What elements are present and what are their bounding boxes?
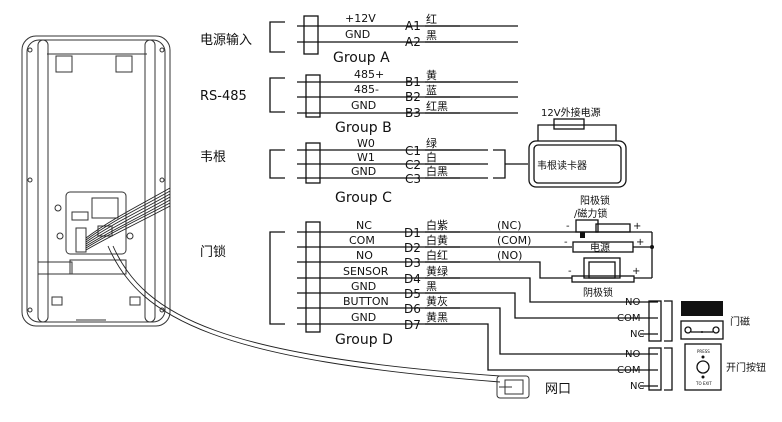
minus-sign: - bbox=[564, 237, 568, 248]
pin-label: C2 bbox=[405, 158, 421, 172]
signal-label: W1 bbox=[357, 151, 375, 164]
group-a: 电源输入 +12V GND A1 A2 红 黑 Group A bbox=[200, 12, 518, 66]
signal-label: NO bbox=[356, 249, 373, 262]
plus-sign: + bbox=[632, 266, 640, 277]
group-label: Group B bbox=[335, 120, 392, 136]
wire-color: 红黑 bbox=[426, 100, 448, 113]
wiegand-reader: 韦根读卡器 12V外接电源 bbox=[528, 106, 627, 188]
signal-label: SENSOR bbox=[343, 265, 389, 278]
relay-label: (COM) bbox=[497, 234, 531, 247]
group-label: Group C bbox=[335, 190, 392, 206]
pin-label: D4 bbox=[404, 272, 421, 286]
wire-color: 白 bbox=[426, 150, 437, 164]
signal-label: NC bbox=[356, 219, 372, 232]
minus-sign: - bbox=[566, 221, 570, 232]
pin-label: B2 bbox=[405, 90, 421, 104]
pin-label: A2 bbox=[405, 35, 421, 49]
door-contact: NO COM NC 门磁 bbox=[617, 297, 750, 342]
terminal-device bbox=[21, 35, 501, 383]
signal-label: COM bbox=[349, 234, 375, 247]
wire-color: 黑 bbox=[426, 29, 437, 42]
group-label: Group D bbox=[335, 332, 393, 348]
wire-color: 绿 bbox=[426, 136, 437, 150]
wire-color: 蓝 bbox=[426, 84, 437, 97]
signal-label: GND bbox=[351, 280, 376, 293]
terminal-label: COM bbox=[617, 365, 640, 376]
cathode-lock-label: 阴极锁 bbox=[583, 286, 613, 299]
signal-label: GND bbox=[351, 99, 376, 112]
category-label: 韦根 bbox=[200, 150, 226, 165]
button-top-text: PRESS bbox=[697, 349, 710, 354]
group-label: Group A bbox=[333, 50, 390, 66]
plus-sign: + bbox=[633, 221, 641, 232]
external-power-label: 12V外接电源 bbox=[541, 106, 601, 119]
terminal-label: COM bbox=[617, 313, 640, 324]
terminal-label: NC bbox=[630, 381, 644, 392]
pin-label: B1 bbox=[405, 75, 421, 89]
terminal-label: NO bbox=[625, 349, 640, 360]
category-label: RS-485 bbox=[200, 89, 247, 104]
signal-label: BUTTON bbox=[343, 295, 389, 308]
signal-label: 485+ bbox=[354, 68, 384, 81]
group-c: 韦根 W0 W1 GND C1 C2 C3 绿 白 白黑 Group C bbox=[200, 136, 528, 206]
wire-color: 黄绿 bbox=[426, 264, 448, 278]
wire-color: 黄灰 bbox=[426, 294, 448, 308]
pin-label: D2 bbox=[404, 241, 421, 255]
plus-sign: + bbox=[636, 237, 644, 248]
wiegand-reader-label: 韦根读卡器 bbox=[537, 159, 587, 172]
wire-color: 白红 bbox=[426, 248, 448, 262]
door-contact-label: 门磁 bbox=[730, 315, 750, 328]
wire-color: 红 bbox=[426, 13, 437, 26]
pin-label: C1 bbox=[405, 144, 421, 158]
minus-sign: - bbox=[568, 266, 572, 277]
terminal-label: NO bbox=[625, 297, 640, 308]
pin-label: D5 bbox=[404, 287, 421, 301]
signal-label: 485- bbox=[354, 83, 379, 96]
signal-label: GND bbox=[351, 165, 376, 178]
wire-color: 白黄 bbox=[426, 233, 448, 247]
pin-label: D7 bbox=[404, 318, 421, 332]
wire-color: 白黑 bbox=[426, 164, 448, 178]
anode-lock-label-1: 阳极锁 bbox=[580, 194, 610, 207]
wire-color: 黄黑 bbox=[426, 310, 448, 324]
lock-circuit: 阳极锁 /磁力锁 - + 电源 - + - + 阴极锁 bbox=[564, 194, 654, 299]
category-label: 门锁 bbox=[200, 244, 226, 260]
wire-color: 白紫 bbox=[426, 218, 448, 232]
power-supply-label: 电源 bbox=[590, 241, 610, 254]
exit-button: NO COM NC PRESS TO EXIT 开门按钮 bbox=[617, 343, 766, 392]
category-label: 电源输入 bbox=[200, 32, 252, 48]
anode-lock-label-2: /磁力锁 bbox=[574, 207, 607, 220]
exit-button-label: 开门按钮 bbox=[726, 361, 766, 374]
network-port-label: 网口 bbox=[545, 382, 571, 397]
signal-label: GND bbox=[345, 28, 370, 41]
relay-label: (NO) bbox=[497, 249, 522, 262]
button-bottom-text: TO EXIT bbox=[695, 381, 712, 386]
pin-label: D3 bbox=[404, 256, 421, 270]
pin-label: A1 bbox=[405, 19, 421, 33]
rj45-connector bbox=[496, 375, 530, 399]
relay-label: (NC) bbox=[497, 219, 522, 232]
group-b: RS-485 485+ 485- GND B1 B2 B3 黄 蓝 红黑 Gro… bbox=[200, 68, 518, 136]
pin-label: D1 bbox=[404, 226, 421, 240]
wire-color: 黑 bbox=[426, 280, 437, 293]
signal-label: W0 bbox=[357, 137, 375, 150]
pin-label: D6 bbox=[404, 302, 421, 316]
terminal-label: NC bbox=[630, 329, 644, 340]
wire-color: 黄 bbox=[426, 68, 437, 82]
pin-label: C3 bbox=[405, 172, 421, 186]
pin-label: B3 bbox=[405, 106, 421, 120]
signal-label: GND bbox=[351, 311, 376, 324]
signal-label: +12V bbox=[345, 12, 376, 25]
